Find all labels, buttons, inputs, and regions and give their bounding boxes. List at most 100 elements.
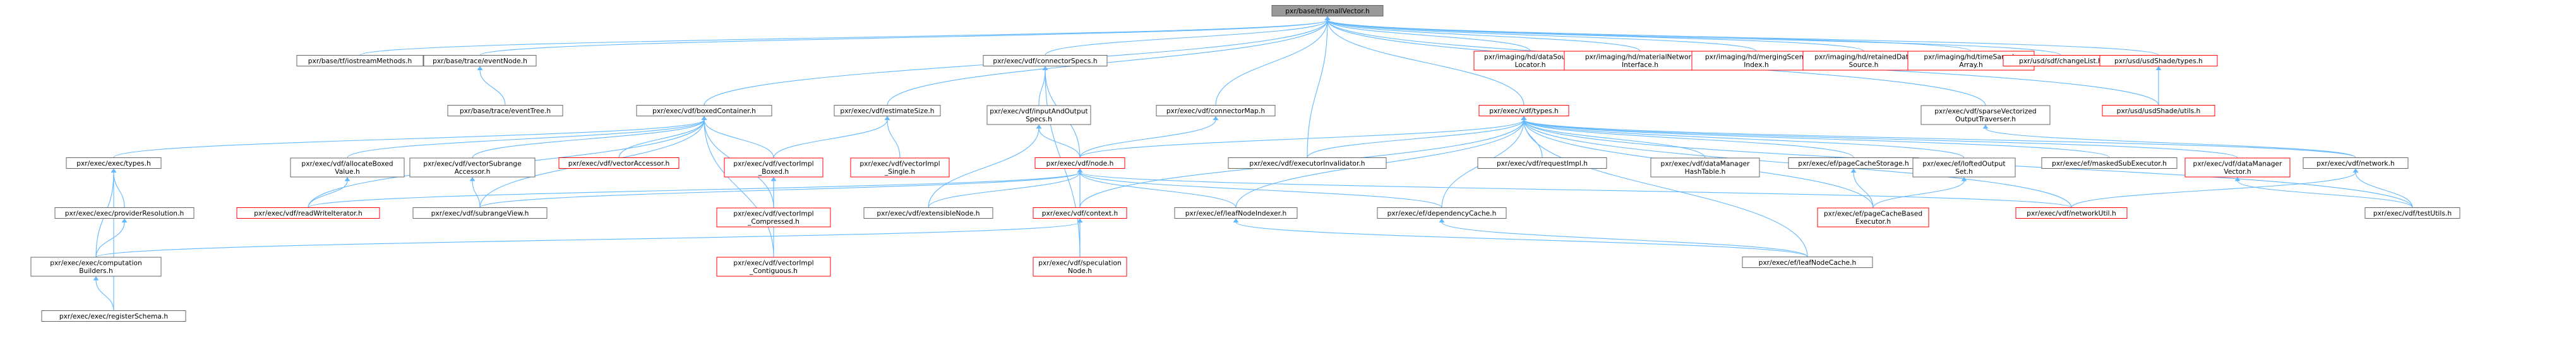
node-pagecache[interactable]: pxr/exec/ef/pageCacheStorage.h [1788,157,1919,169]
node-box[interactable] [724,157,824,178]
node-box[interactable] [834,105,941,116]
node-box[interactable] [423,55,537,66]
node-box[interactable] [447,105,563,116]
node-box[interactable] [30,257,162,277]
node-matnet[interactable]: pxr/imaging/hd/materialNetworkInterface.… [1564,51,1716,71]
node-provres[interactable]: pxr/exec/exec/providerResolution.h [54,207,195,219]
node-box[interactable] [2102,105,2215,116]
node-connmap[interactable]: pxr/exec/vdf/connectorMap.h [1156,105,1276,116]
node-box[interactable] [1742,257,1873,268]
node-box[interactable] [1033,207,1127,219]
node-box[interactable] [66,157,162,169]
node-box[interactable] [2364,207,2460,219]
node-box[interactable] [1564,51,1716,71]
node-vecimplcomp[interactable]: pxr/exec/vdf/vectorImpl_Compressed.h [716,207,831,228]
node-changelist[interactable]: pxr/usd/sdf/changeList.h [2003,55,2119,66]
node-box[interactable] [1817,207,1929,228]
node-box[interactable] [1920,105,2051,125]
node-box[interactable] [2015,207,2128,219]
node-testutils[interactable]: pxr/exec/vdf/testUtils.h [2364,207,2460,219]
node-box[interactable] [290,157,405,178]
node-label: pxr/exec/vdf/speculation [1038,259,1122,267]
node-box[interactable] [412,207,548,219]
node-istream[interactable]: pxr/base/tf/iostreamMethods.h [296,55,424,66]
node-box[interactable] [716,207,831,228]
node-estsize[interactable]: pxr/exec/vdf/estimateSize.h [834,105,941,116]
node-vecaccessor[interactable]: pxr/exec/vdf/vectorAccessor.h [558,157,680,169]
node-box[interactable] [1174,207,1298,219]
node-vecimplboxed[interactable]: pxr/exec/vdf/vectorImpl_Boxed.h [724,157,824,178]
node-box[interactable] [983,55,1108,66]
node-boxedcont[interactable]: pxr/exec/vdf/boxedContainer.h [636,105,772,116]
node-box[interactable] [1478,105,1569,116]
node-box[interactable] [1650,157,1760,178]
node-reqimpl[interactable]: pxr/exec/vdf/requestImpl.h [1477,157,1607,169]
node-box[interactable] [2041,157,2178,169]
node-exectypes[interactable]: pxr/exec/exec/types.h [66,157,162,169]
node-execinval[interactable]: pxr/exec/vdf/executorInvalidator.h [1228,157,1387,169]
node-label: pxr/exec/ef/maskedSubExecutor.h [2052,159,2167,167]
node-box[interactable] [1802,51,1925,71]
node-box[interactable] [1228,157,1387,169]
node-box[interactable] [296,55,424,66]
node-usdshadetypes[interactable]: pxr/usd/usdShade/types.h [2099,55,2218,66]
node-box[interactable] [558,157,680,169]
node-box[interactable] [1377,207,1507,219]
node-box[interactable] [236,207,380,219]
node-vdftypes[interactable]: pxr/exec/vdf/types.h [1478,105,1569,116]
node-subrangeview[interactable]: pxr/exec/vdf/subrangeView.h [412,207,548,219]
node-regschema[interactable]: pxr/exec/exec/registerSchema.h [41,310,186,322]
node-box[interactable] [986,105,1091,125]
node-box[interactable] [409,157,536,178]
node-box[interactable] [1156,105,1276,116]
node-sparsevec[interactable]: pxr/exec/vdf/sparseVectorizedOutputTrave… [1920,105,2051,125]
node-extnode[interactable]: pxr/exec/vdf/extensibleNode.h [863,207,993,219]
node-vecimplcont[interactable]: pxr/exec/vdf/vectorImpl_Contiguous.h [716,257,831,277]
node-vdfcontext[interactable]: pxr/exec/vdf/context.h [1033,207,1127,219]
node-box[interactable] [2303,157,2409,169]
node-eventnode[interactable]: pxr/base/trace/eventNode.h [423,55,537,66]
node-box[interactable] [863,207,993,219]
node-label: pxr/exec/vdf/requestImpl.h [1497,159,1588,167]
node-eventtree[interactable]: pxr/base/trace/eventTree.h [447,105,563,116]
node-vdfnetwork[interactable]: pxr/exec/vdf/network.h [2303,157,2409,169]
edge-arrowhead-vdfnode-to-connmap [1213,116,1219,120]
node-readwriteiter[interactable]: pxr/exec/vdf/readWriteIterator.h [236,207,380,219]
node-box[interactable] [2184,157,2291,178]
node-box[interactable] [716,257,831,277]
node-maskedsub[interactable]: pxr/exec/ef/maskedSubExecutor.h [2041,157,2178,169]
node-box[interactable] [41,310,186,322]
node-smallvector[interactable]: pxr/base/tf/smallVector.h [1271,5,1384,16]
node-label: pxr/exec/vdf/allocateBoxed [301,160,393,168]
node-leafcache[interactable]: pxr/exec/ef/leafNodeCache.h [1742,257,1873,268]
node-box[interactable] [1912,157,2016,178]
edge-vdfnode-to-inoutspecs [1038,128,1081,158]
node-box[interactable] [1034,157,1125,169]
node-usdshadeutils[interactable]: pxr/usd/usdShade/utils.h [2102,105,2215,116]
node-leafindexer[interactable]: pxr/exec/ef/leafNodeIndexer.h [1174,207,1298,219]
node-depcache[interactable]: pxr/exec/ef/dependencyCache.h [1377,207,1507,219]
node-box[interactable] [636,105,772,116]
node-box[interactable] [1033,257,1127,277]
node-box[interactable] [1477,157,1607,169]
node-connspecs[interactable]: pxr/exec/vdf/connectorSpecs.h [983,55,1108,66]
node-vdfnode[interactable]: pxr/exec/vdf/node.h [1034,157,1125,169]
node-box[interactable] [1271,5,1384,16]
node-box[interactable] [2099,55,2218,66]
node-box[interactable] [850,157,950,178]
node-netutil[interactable]: pxr/exec/vdf/networkUtil.h [2015,207,2128,219]
node-vecimplsingle[interactable]: pxr/exec/vdf/vectorImpl_Single.h [850,157,950,178]
node-box[interactable] [1691,51,1821,71]
node-box[interactable] [54,207,195,219]
